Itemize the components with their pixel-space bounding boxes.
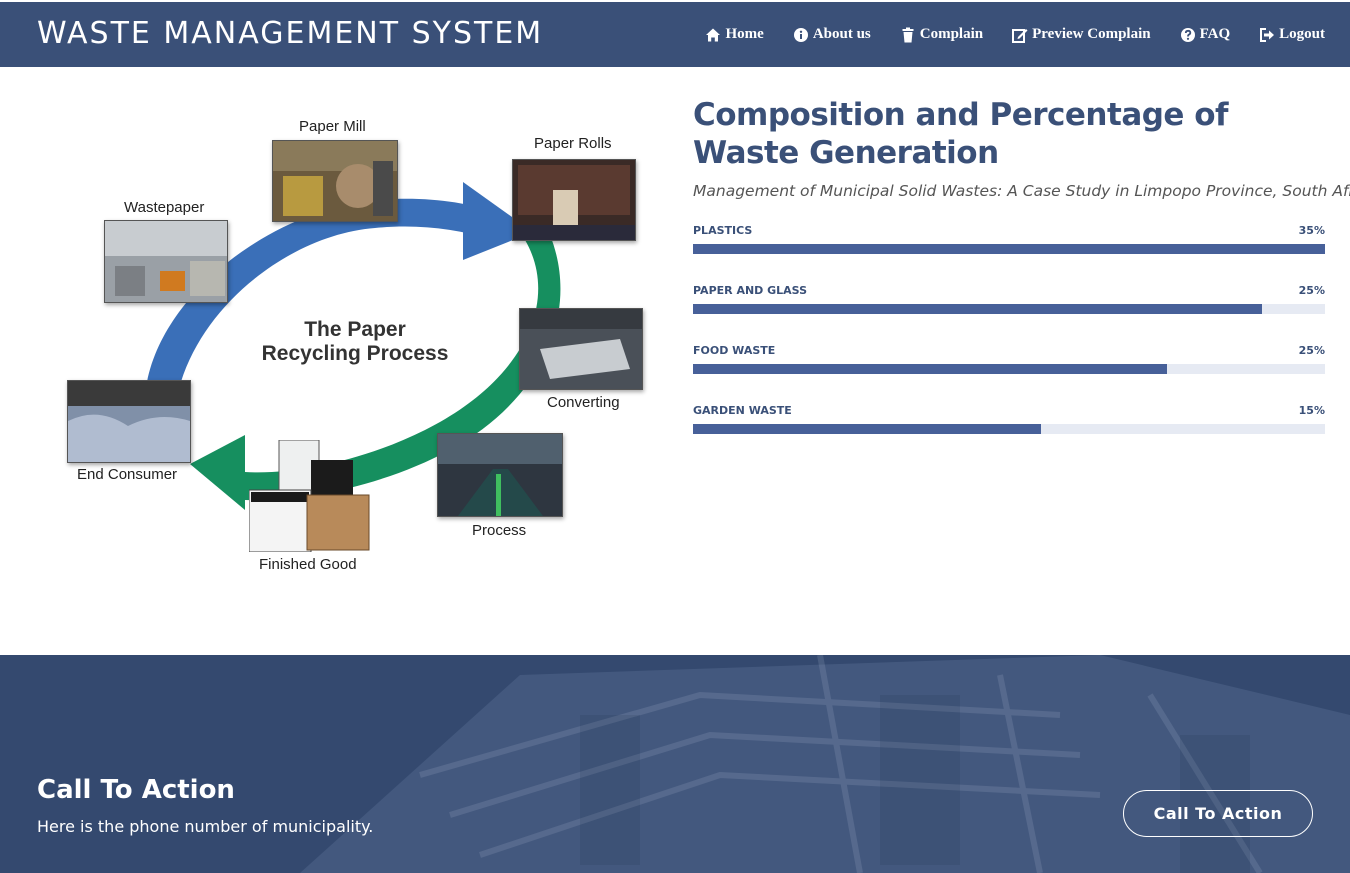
logout-icon [1260, 27, 1275, 42]
building-background-image [0, 655, 1350, 873]
progress-bar-list: PLASTICS 35% PAPER AND GLASS 25% FOOD WASTE 2… [693, 208, 1325, 448]
waste-composition-section: Composition and Percentage of Waste Gene… [693, 96, 1350, 448]
edit-icon [1012, 28, 1028, 43]
call-to-action-section: Call To Action Here is the phone number … [0, 655, 1350, 873]
diagram-title: The Paper Recycling Process [240, 318, 470, 366]
step-label-finished-good: Finished Good [259, 556, 357, 573]
progress-bar-track [693, 424, 1325, 434]
nav-logout[interactable]: Logout [1259, 26, 1325, 43]
nav-menu: Home About us Complain Preview Complain … [705, 2, 1325, 67]
finished-good-image [249, 440, 375, 552]
step-label-process: Process [472, 522, 527, 539]
step-label-paper-rolls: Paper Rolls [534, 135, 612, 152]
diagram-title-line1: The Paper [304, 318, 406, 341]
progress-bar-label: PAPER AND GLASS [693, 284, 808, 297]
cta-title: Call To Action [37, 775, 235, 805]
section-title: Composition and Percentage of Waste Gene… [693, 97, 1229, 171]
green-arrow-head [190, 435, 245, 510]
call-to-action-button[interactable]: Call To Action [1123, 790, 1313, 837]
nav-home[interactable]: Home [705, 26, 764, 43]
progress-bar-label: PLASTICS [693, 224, 753, 237]
blue-arrow-head [463, 182, 533, 260]
progress-bar-row: PLASTICS 35% [693, 208, 1325, 268]
progress-bar-percent: 25% [1298, 284, 1325, 297]
nav-preview-complain-label: Preview Complain [1032, 26, 1151, 42]
progress-bar-fill [693, 244, 1325, 254]
nav-complain[interactable]: Complain [900, 26, 983, 43]
step-label-end-consumer: End Consumer [77, 466, 178, 483]
progress-bar-label: GARDEN WASTE [693, 404, 792, 417]
recycling-diagram: The Paper Recycling Process Paper Mill P… [55, 100, 655, 580]
progress-bar-percent: 15% [1298, 404, 1325, 417]
progress-bar-percent: 25% [1298, 344, 1325, 357]
progress-bar-fill [693, 364, 1167, 374]
info-icon [793, 27, 808, 42]
step-label-converting: Converting [547, 394, 620, 411]
nav-logout-label: Logout [1279, 26, 1325, 42]
paper-rolls-image [512, 159, 636, 241]
end-consumer-image [67, 380, 191, 463]
green-cycle-arrow [245, 235, 561, 501]
home-icon [706, 28, 721, 41]
paper-mill-image [272, 140, 398, 222]
diagram-title-line2: Recycling Process [261, 342, 449, 365]
progress-bar-row: GARDEN WASTE 15% [693, 388, 1325, 448]
progress-bar-fill [693, 304, 1262, 314]
question-icon [1180, 27, 1195, 42]
nav-complain-label: Complain [919, 26, 984, 42]
nav-about[interactable]: About us [793, 26, 871, 43]
progress-bar-percent: 35% [1298, 224, 1325, 237]
nav-about-label: About us [812, 26, 871, 42]
progress-bar-label: FOOD WASTE [693, 344, 776, 357]
step-label-wastepaper: Wastepaper [124, 199, 205, 216]
trash-icon [902, 27, 914, 42]
step-label-paper-mill: Paper Mill [299, 118, 366, 135]
cta-text: Here is the phone number of municipality… [37, 817, 374, 836]
converting-image [519, 308, 643, 390]
progress-bar-row: PAPER AND GLASS 25% [693, 268, 1325, 328]
nav-faq-label: FAQ [1199, 26, 1231, 42]
progress-bar-track [693, 364, 1325, 374]
progress-bar-track [693, 244, 1325, 254]
section-subtitle: Management of Municipal Solid Wastes: A … [693, 182, 1350, 200]
progress-bar-row: FOOD WASTE 25% [693, 328, 1325, 388]
nav-home-label: Home [725, 26, 764, 42]
nav-faq[interactable]: FAQ [1180, 26, 1231, 43]
brand-title[interactable]: WASTE MANAGEMENT SYSTEM [37, 16, 544, 51]
nav-preview-complain[interactable]: Preview Complain [1012, 26, 1151, 43]
progress-bar-track [693, 304, 1325, 314]
process-image [437, 433, 563, 517]
navbar: WASTE MANAGEMENT SYSTEM Home About us Co… [0, 0, 1350, 67]
wastepaper-image [104, 220, 228, 303]
progress-bar-fill [693, 424, 1041, 434]
